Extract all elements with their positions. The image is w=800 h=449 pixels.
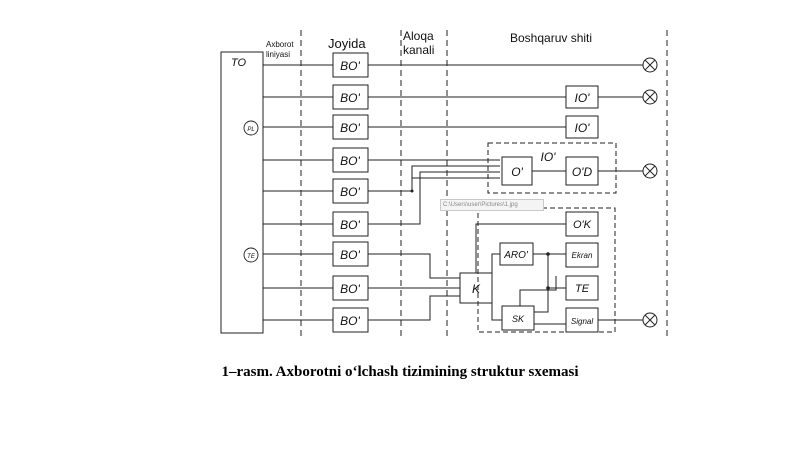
io-label: IO' — [575, 121, 591, 135]
k-label: K — [472, 282, 481, 296]
io-box — [565, 115, 599, 139]
lamp-icon — [642, 57, 658, 73]
header-site: Joyida — [328, 36, 366, 51]
te-sensor-icon — [243, 247, 259, 263]
header-channel-top: Aloqa — [403, 29, 434, 43]
io-group-label: IO' — [541, 150, 557, 164]
header-channel-bottom: kanali — [403, 43, 434, 57]
pl-sensor-icon — [243, 120, 259, 136]
sensor-top-label: TO — [231, 57, 247, 69]
o-label: O' — [511, 165, 523, 179]
ok-label: O'K — [573, 219, 592, 231]
figure-caption: 1–rasm. Axborotni o‘lchash tizimining st… — [221, 364, 579, 380]
signal-label: Signal — [571, 317, 593, 326]
ekran-label: Ekran — [572, 251, 593, 260]
header-panel: Boshqaruv shiti — [510, 31, 592, 45]
lamp-icon — [642, 163, 658, 179]
sk-label: SK — [512, 314, 525, 324]
header-line-top: Axborot — [266, 40, 294, 49]
header-line-bottom: liniyasi — [266, 50, 290, 59]
bo-label: BO' — [340, 154, 360, 168]
ok-box — [565, 211, 599, 237]
lamp-icon — [642, 89, 658, 105]
control-group-frame — [477, 207, 616, 333]
bo-label: BO' — [340, 121, 360, 135]
sensor-block — [220, 51, 264, 334]
te-label: TE — [575, 283, 590, 295]
bo-label: BO' — [340, 59, 360, 73]
file-path-tooltip: C:\Users\user\Pictures\1.jpg — [440, 199, 544, 211]
bo-label: BO' — [340, 218, 360, 232]
io-group-frame — [487, 142, 617, 194]
sensor-mid-label: PL — [247, 127, 254, 133]
bo-label: BO' — [340, 282, 360, 296]
lamp-icon — [642, 312, 658, 328]
bo-label: BO' — [340, 248, 360, 262]
bo-label: BO' — [340, 185, 360, 199]
sk-box — [501, 305, 535, 331]
aro-label: ARO' — [503, 250, 529, 261]
io-label: IO' — [575, 91, 591, 105]
od-label: O'D — [572, 165, 593, 179]
bo-label: BO' — [340, 314, 360, 328]
sensor-bot-label: TE — [247, 254, 256, 260]
bo-label: BO' — [340, 91, 360, 105]
ekran-box — [565, 242, 599, 268]
